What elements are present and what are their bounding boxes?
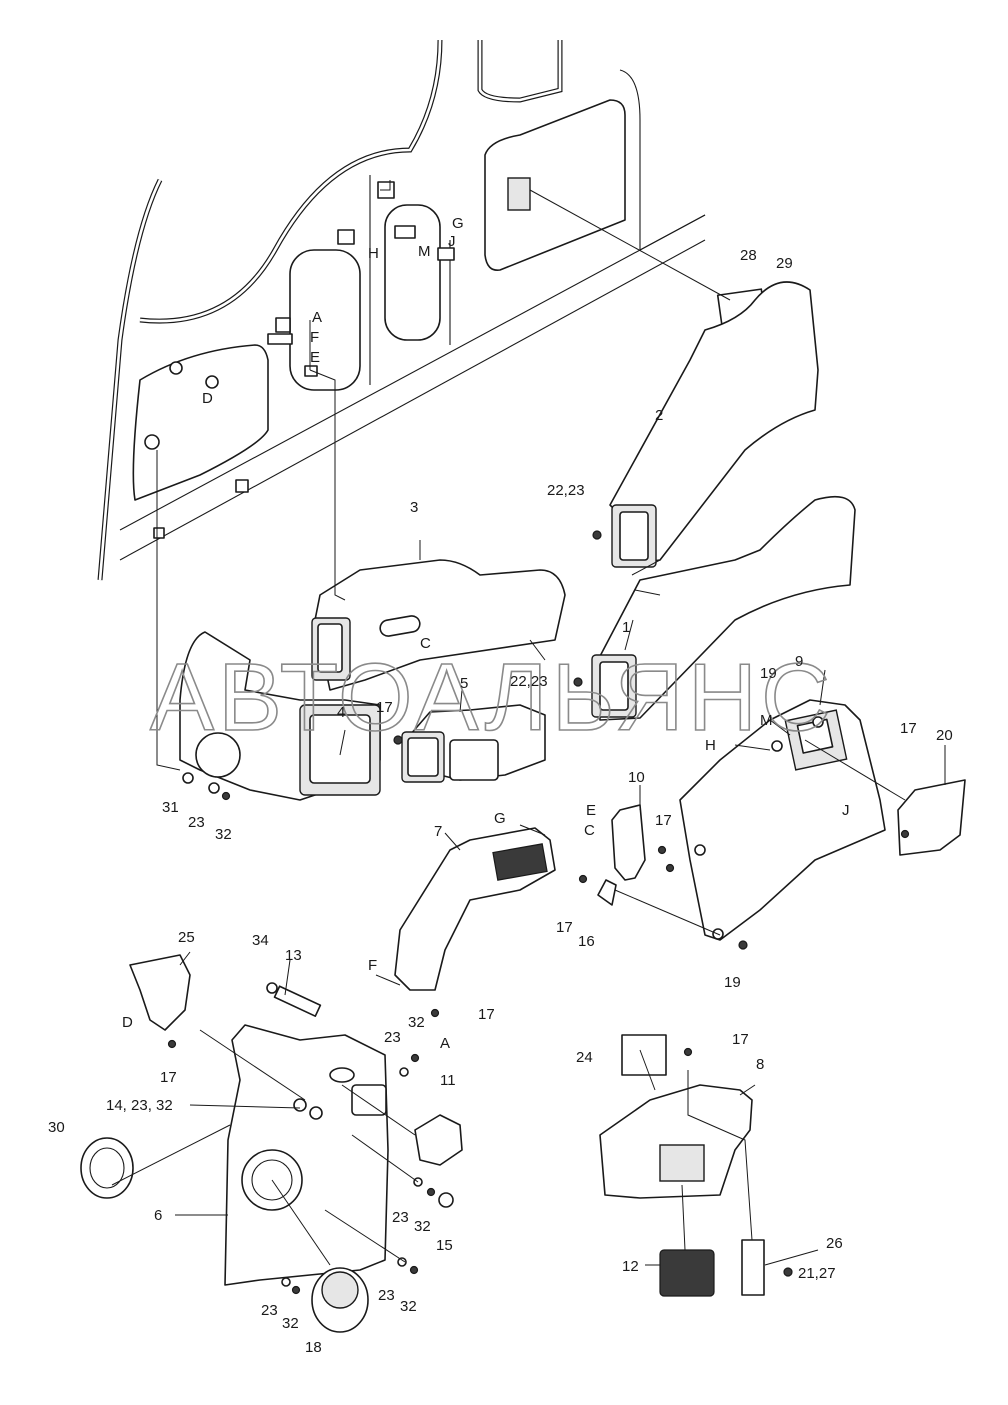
- label-32e: 32: [282, 1315, 299, 1332]
- part-2-duct: [609, 281, 819, 568]
- ref-A2: A: [440, 1035, 450, 1052]
- part-6-panel: [224, 1024, 389, 1286]
- ref-G1: G: [452, 215, 464, 232]
- ref-A1: A: [312, 309, 322, 326]
- label-23d: 23: [378, 1287, 395, 1304]
- label-17d: 17: [556, 919, 573, 936]
- label-26: 26: [826, 1235, 843, 1252]
- label-18: 18: [305, 1339, 322, 1356]
- label-11: 11: [440, 1072, 456, 1089]
- part-4-duct: [179, 631, 381, 801]
- ref-H1: H: [368, 245, 379, 262]
- label-19b: 19: [724, 974, 741, 991]
- label-17a: 17: [900, 720, 917, 737]
- label-3: 3: [410, 499, 418, 516]
- ref-M2: M: [760, 712, 773, 729]
- ref-C2: C: [584, 822, 595, 839]
- ref-J2: J: [842, 802, 850, 819]
- label-19a: 19: [760, 665, 777, 682]
- ref-J1: J: [448, 233, 456, 250]
- label-32c: 32: [414, 1218, 431, 1235]
- label-8: 8: [756, 1056, 764, 1073]
- label-7: 7: [434, 823, 442, 840]
- part-16-clip: [597, 879, 617, 906]
- label-30: 30: [48, 1119, 65, 1136]
- part-7-duct: [394, 827, 556, 991]
- label-28: 28: [740, 247, 757, 264]
- label-32b: 32: [408, 1014, 425, 1031]
- label-20: 20: [936, 727, 953, 744]
- cab-wall: [97, 39, 706, 581]
- label-15: 15: [436, 1237, 453, 1254]
- label-31: 31: [162, 799, 179, 816]
- ref-G2: G: [494, 810, 506, 827]
- part-11-plug: [414, 1114, 463, 1166]
- part-3-duct: [311, 559, 566, 691]
- label-1: 1: [622, 619, 630, 636]
- label-24: 24: [576, 1049, 593, 1066]
- part-5-duct: [401, 704, 546, 783]
- part-26-bracket: [741, 1239, 765, 1296]
- label-22-23a: 22,23: [547, 482, 585, 499]
- part-24-frame: [621, 1034, 667, 1076]
- label-6: 6: [154, 1207, 162, 1224]
- label-23c: 23: [392, 1209, 409, 1226]
- ref-E1: E: [310, 349, 320, 366]
- label-23b: 23: [384, 1029, 401, 1046]
- part-labels: 1 2 3 4 5 6 7 8 9 10 11 12 13 14, 23, 32…: [48, 215, 953, 1356]
- leader-lines: [111, 180, 946, 1266]
- label-17f: 17: [160, 1069, 177, 1086]
- part-13-clip: [273, 985, 322, 1017]
- label-16: 16: [578, 933, 595, 950]
- label-29: 29: [776, 255, 793, 272]
- part-1-duct: [591, 495, 856, 721]
- label-13: 13: [285, 947, 302, 964]
- label-9: 9: [795, 653, 803, 670]
- label-14-23-32: 14, 23, 32: [106, 1097, 173, 1114]
- label-32a: 32: [215, 826, 232, 843]
- part-15-plug: [438, 1192, 454, 1208]
- part-10-bracket: [611, 804, 646, 881]
- label-2: 2: [655, 407, 663, 424]
- part-18-ring: [311, 1267, 369, 1333]
- label-12: 12: [622, 1258, 639, 1275]
- part-8-cover: [599, 1084, 753, 1199]
- watermark: АВТОАЛЬЯНС: [150, 644, 834, 751]
- label-23a: 23: [188, 814, 205, 831]
- fasteners: [167, 530, 910, 1295]
- label-17g: 17: [732, 1031, 749, 1048]
- part-30-ring: [80, 1137, 134, 1199]
- label-5: 5: [460, 675, 468, 692]
- part-12-mat: [659, 1249, 715, 1297]
- label-17c: 17: [655, 812, 672, 829]
- label-17b: 17: [376, 699, 393, 716]
- label-32d: 32: [400, 1298, 417, 1315]
- label-21-27: 21,27: [798, 1265, 836, 1282]
- ref-M1: M: [418, 243, 431, 260]
- label-22-23b: 22,23: [510, 673, 548, 690]
- ref-C1: C: [420, 635, 431, 652]
- label-34: 34: [252, 932, 269, 949]
- part-25-bracket: [129, 954, 191, 1031]
- label-25: 25: [178, 929, 195, 946]
- ref-F2: F: [368, 957, 377, 974]
- part-9-panel: [679, 699, 886, 941]
- ref-H2: H: [705, 737, 716, 754]
- label-4: 4: [337, 704, 345, 721]
- ref-F1: F: [310, 329, 319, 346]
- ref-E2: E: [586, 802, 596, 819]
- label-10: 10: [628, 769, 645, 786]
- part-20-box: [897, 779, 966, 856]
- ref-D1: D: [202, 390, 213, 407]
- label-23e: 23: [261, 1302, 278, 1319]
- ref-D2: D: [122, 1014, 133, 1031]
- label-17e: 17: [478, 1006, 495, 1023]
- part-34-nut: [266, 982, 278, 994]
